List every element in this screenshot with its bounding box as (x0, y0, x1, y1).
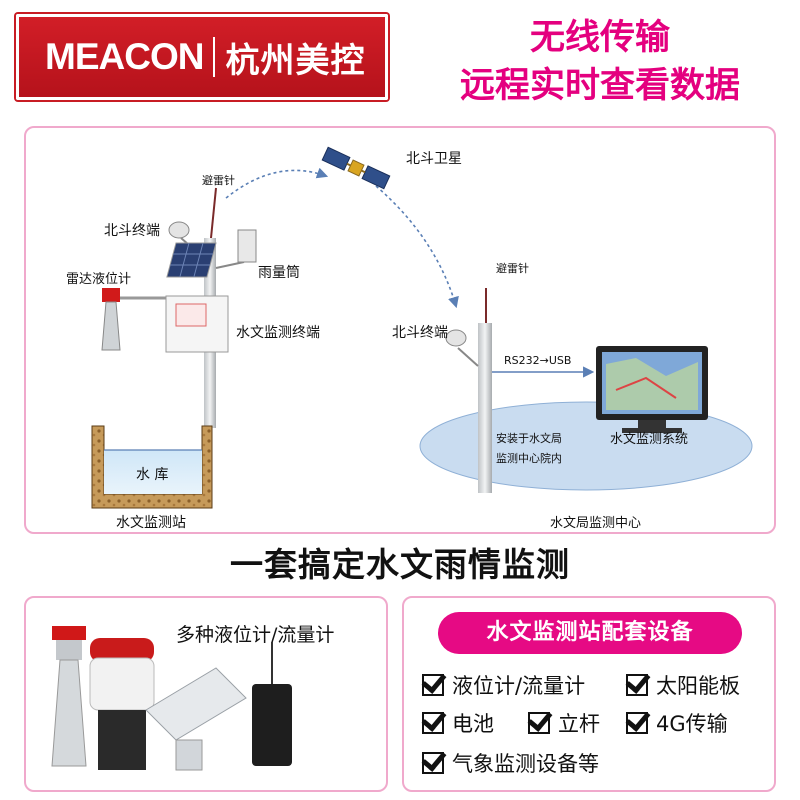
equipment-panel-title: 水文监测站配套设备 (438, 612, 742, 654)
equipment-item-pole: 立杆 (528, 708, 600, 738)
solar-panel-product (145, 667, 247, 771)
equipment-item-solar-panel: 太阳能板 (626, 670, 740, 700)
equipment-item-battery: 电池 (422, 708, 494, 738)
products-artwork (51, 626, 292, 771)
headline-line-1: 无线传输 (529, 18, 670, 58)
right-lightning-rod-label: 避雷针 (496, 262, 529, 275)
headline-line-2: 远程实时查看数据 (459, 66, 740, 106)
satellite-icon (321, 146, 391, 190)
radar-level-meter-product (51, 626, 87, 767)
check-icon (422, 712, 444, 734)
rs232-usb-label: RS232→USB (504, 354, 572, 367)
check-icon (626, 674, 648, 696)
diagram-artwork (91, 146, 753, 509)
check-icon (422, 752, 444, 774)
logo-divider (213, 37, 216, 77)
headline: 无线传输 远程实时查看数据 (400, 14, 800, 110)
logo-chinese: 杭州美控 (225, 40, 366, 81)
monitoring-system-label: 水文监测系统 (610, 432, 689, 447)
hydrology-terminal-label: 水文监测终端 (236, 325, 320, 341)
center-caption: 水文局监测中心 (550, 516, 642, 531)
install-note-line-1: 安装于水文局 (496, 432, 562, 445)
check-icon (528, 712, 550, 734)
station-caption: 水文监测站 (116, 515, 186, 531)
equipment-panel: 水文监测站配套设备 液位计/流量计 太阳能板 电池 立杆 4G传输 气象监测设备… (402, 596, 776, 792)
data-terminal-product (252, 642, 292, 766)
uplink-arrow (225, 167, 329, 199)
brand-logo: MEACON 杭州美控 (16, 14, 388, 100)
radar-level-meter-label: 雷达液位计 (66, 272, 132, 287)
equipment-item-level-flow-meter: 液位计/流量计 (422, 670, 585, 700)
equipment-item-4g: 4G传输 (626, 708, 728, 738)
check-icon (422, 674, 444, 696)
products-panel-title: 多种液位计/流量计 (176, 624, 335, 646)
left-beidou-terminal-label: 北斗终端 (104, 223, 160, 239)
satellite-label: 北斗卫星 (406, 151, 462, 167)
equipment-item-weather: 气象监测设备等 (422, 748, 599, 778)
right-beidou-terminal-label: 北斗终端 (392, 325, 448, 341)
logo-english: MEACON (45, 36, 204, 77)
check-icon (626, 712, 648, 734)
monitoring-center-artwork (419, 288, 753, 493)
products-panel: 多种液位计/流量计 (24, 596, 388, 792)
install-note-line-2: 监测中心院内 (496, 452, 562, 465)
downlink-arrow (375, 185, 459, 309)
hydrology-station-artwork (91, 187, 257, 509)
reservoir-label: 水 库 (136, 467, 169, 483)
rain-gauge-label: 雨量筒 (258, 265, 300, 281)
main-slogan: 一套搞定水文雨情监测 (230, 545, 570, 584)
system-diagram: 避雷针 北斗终端 雷达液位计 雨量筒 水文监测终端 水 库 水文监测站 北斗卫星… (24, 126, 776, 534)
left-lightning-rod-label: 避雷针 (202, 174, 235, 187)
ultrasonic-sensor-product (89, 638, 155, 770)
